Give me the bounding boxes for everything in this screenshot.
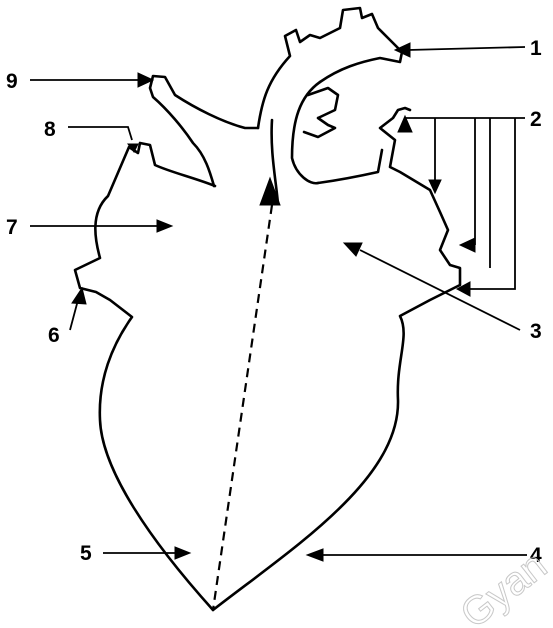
- pointer-line-6: [70, 300, 78, 330]
- right-atrium-outline: [75, 143, 215, 610]
- pulmonary-artery: [304, 88, 338, 137]
- pointer-head-3: [344, 243, 362, 256]
- pointer-line-3: [360, 250, 520, 330]
- pointer-head-6: [72, 288, 86, 304]
- label-6: 6: [48, 324, 60, 347]
- pointer-head-7: [157, 220, 172, 232]
- pointer-head-5: [175, 547, 190, 559]
- label-7: 7: [6, 216, 18, 239]
- aorta-outline: [258, 8, 402, 128]
- label-5: 5: [80, 542, 92, 565]
- left-atrium-top: [318, 150, 382, 183]
- label-2: 2: [530, 108, 542, 131]
- label-3: 3: [530, 320, 542, 343]
- label-1: 1: [530, 37, 542, 60]
- label-9: 9: [6, 70, 18, 93]
- pointer-head-2c: [460, 238, 475, 252]
- pointer-line-1: [408, 47, 525, 50]
- label-8: 8: [44, 118, 56, 141]
- septum-line: [213, 205, 272, 610]
- pointer-line-8: [68, 127, 132, 140]
- pointer-head-4: [307, 549, 323, 561]
- pointer-line-2: [405, 118, 525, 289]
